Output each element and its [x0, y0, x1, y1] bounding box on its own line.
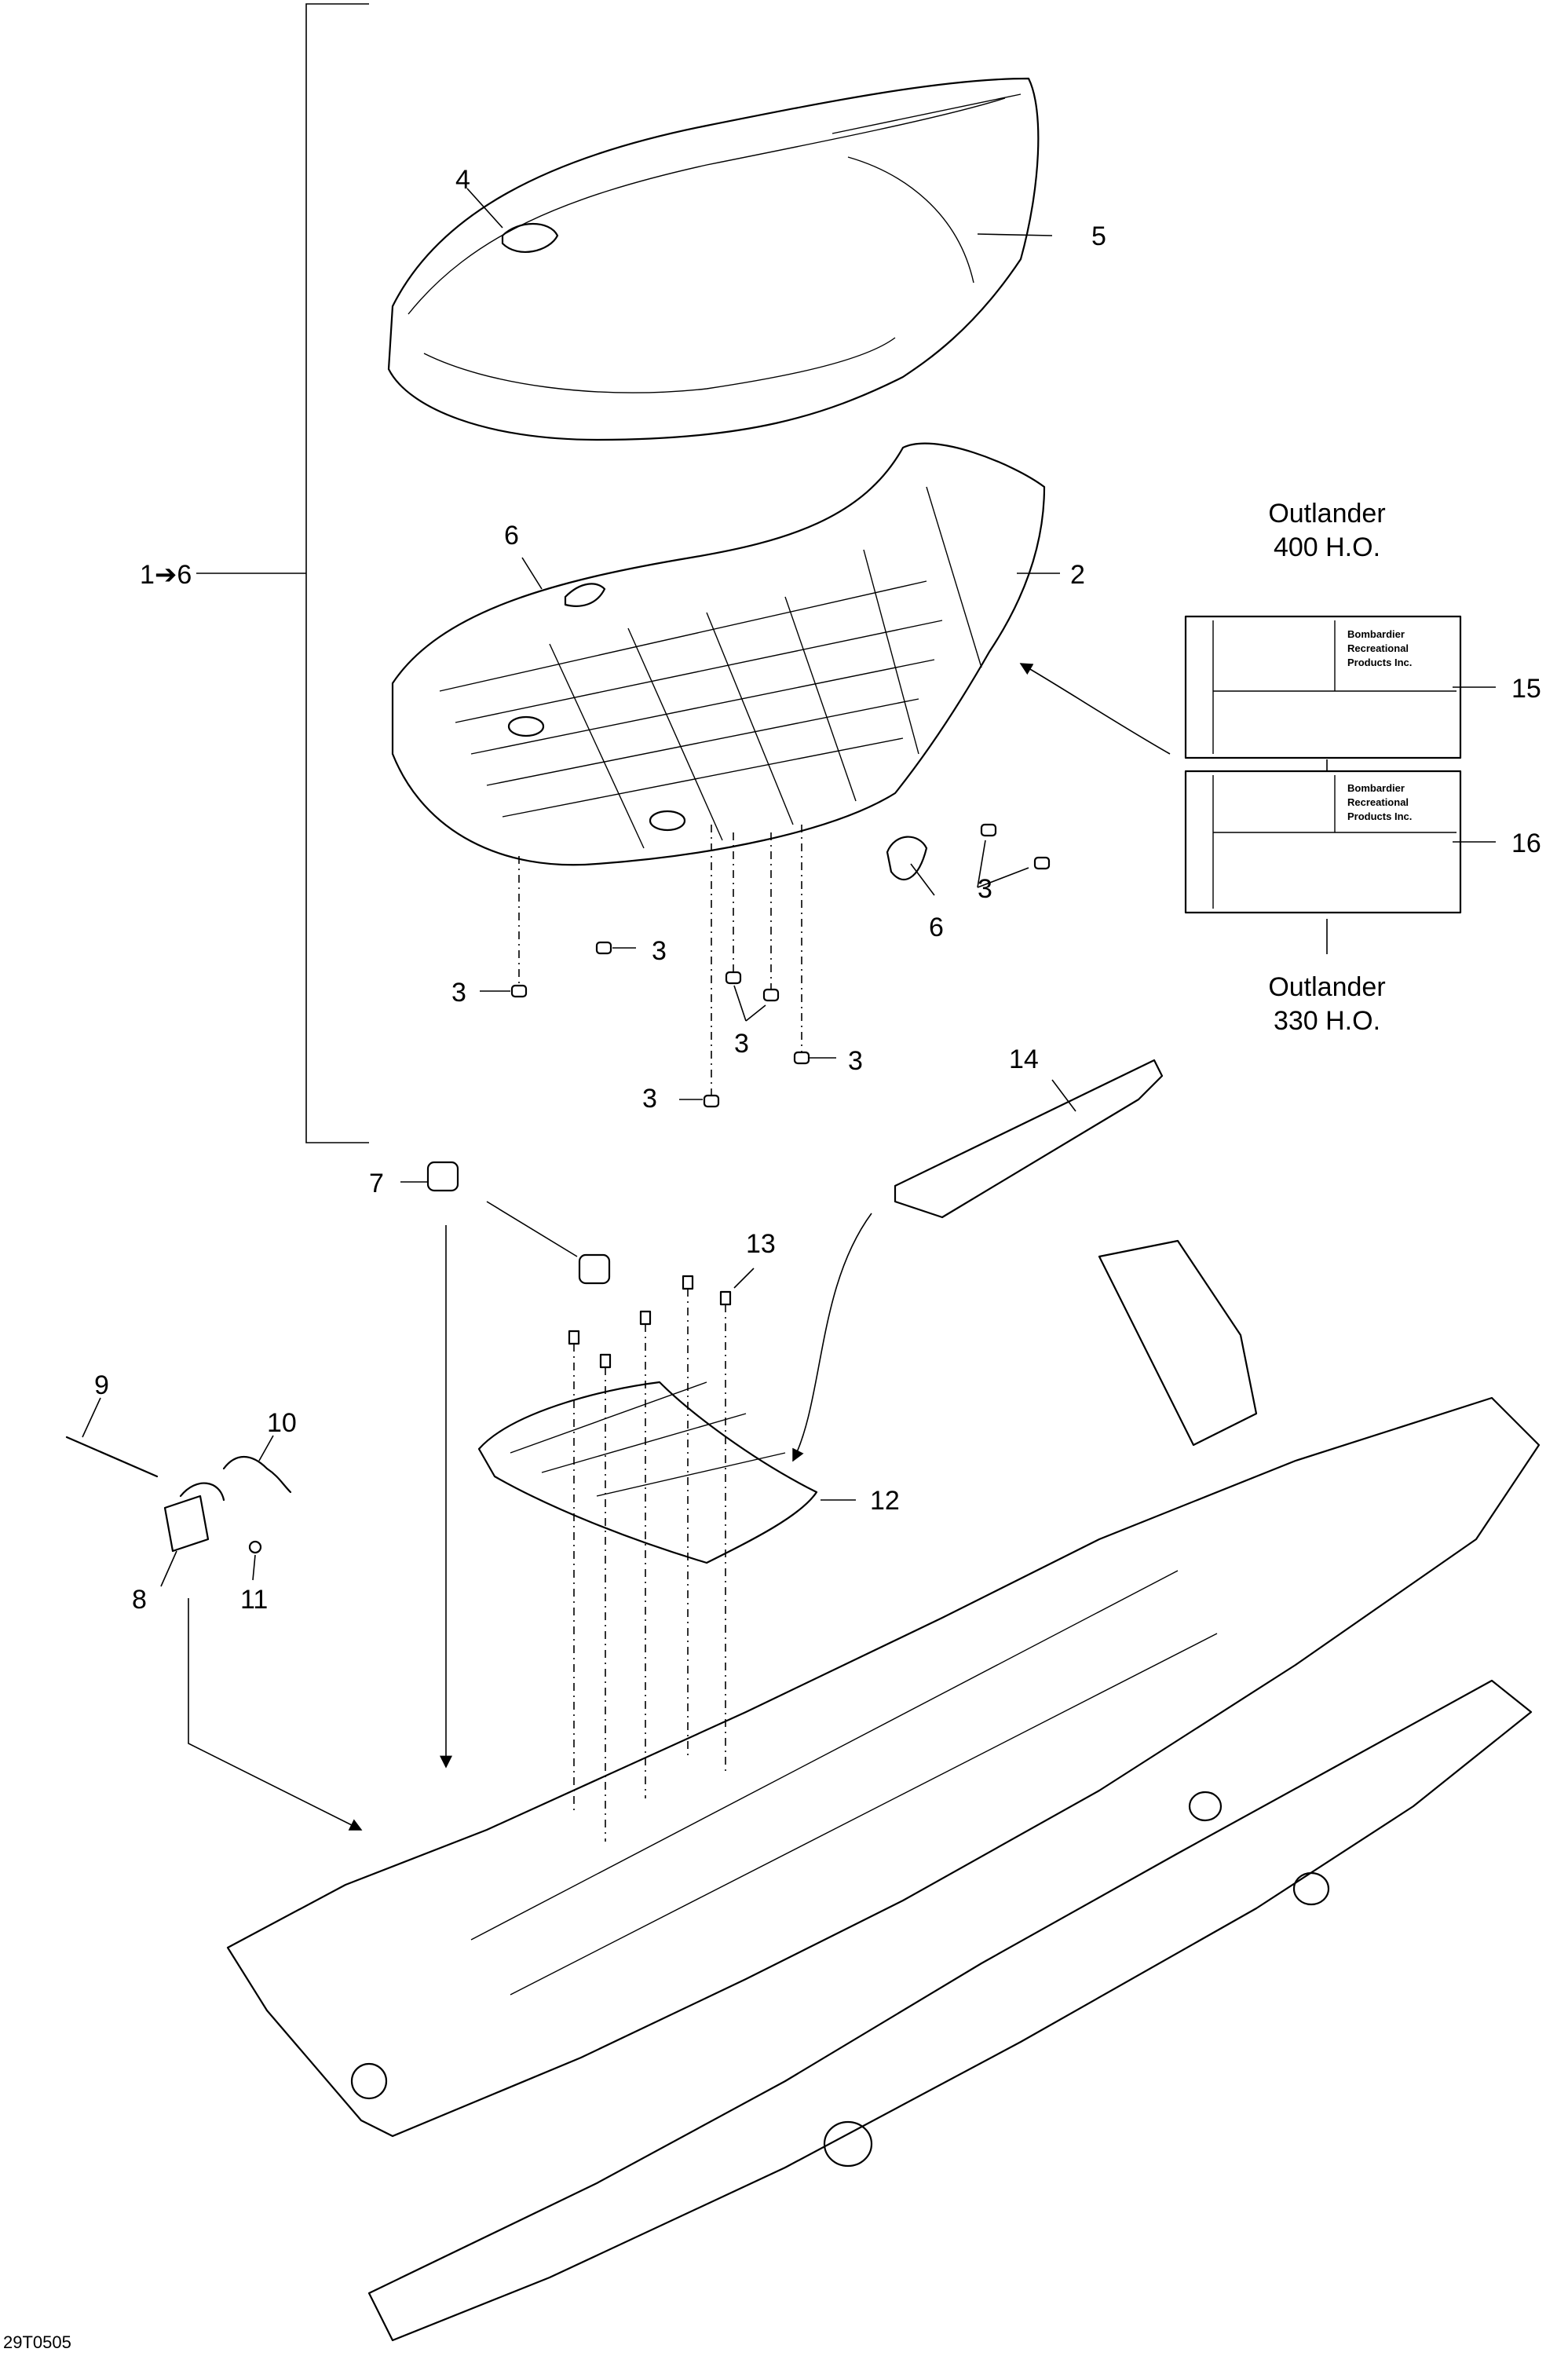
- decal-16-brand-2: Recreational: [1347, 796, 1409, 808]
- frame: [226, 1239, 1541, 2342]
- pin: [65, 1436, 159, 1478]
- callout-3-upper: 3: [652, 936, 667, 966]
- decal-16-brand-3: Products Inc.: [1347, 810, 1412, 822]
- plate: [477, 1381, 818, 1564]
- callout-12: 12: [870, 1486, 900, 1516]
- decal-15-brand-2: Recreational: [1347, 642, 1409, 654]
- seat-base-ribs: [439, 486, 982, 849]
- seat-cover: [387, 77, 1040, 441]
- callout-13: 13: [746, 1229, 776, 1259]
- strip: [894, 1059, 1164, 1219]
- top-model-variant: 400 H.O.: [1274, 532, 1380, 562]
- seat-base: [391, 442, 1046, 866]
- drawing-code: 29T0505: [3, 2332, 71, 2352]
- assembly-bracket: [196, 3, 369, 1143]
- grommet-centerlines: [518, 825, 802, 1096]
- callout-14: 14: [1009, 1044, 1039, 1074]
- callout-15: 15: [1511, 674, 1541, 704]
- callout-6-lower: 6: [929, 913, 944, 942]
- nut: [248, 1540, 262, 1554]
- leader-lines: [82, 188, 1496, 1587]
- callout-3-bottom: 3: [642, 1084, 657, 1114]
- decal-15-brand-1: Bombardier: [1347, 628, 1405, 640]
- bottom-model-name: Outlander: [1268, 972, 1385, 1002]
- callout-10: 10: [267, 1408, 297, 1438]
- callout-5: 5: [1091, 221, 1106, 251]
- screws: [568, 1275, 732, 1369]
- decal-15: Bombardier Recreational Products Inc.: [1184, 615, 1462, 759]
- callout-2: 2: [1070, 560, 1085, 590]
- callout-3-middle: 3: [734, 1029, 749, 1059]
- callouts: 1➔6 2 4 5 6 6 3 3 3 3 3 3 14 7 13 12 9 1…: [94, 165, 1541, 1615]
- latch: [163, 1482, 225, 1553]
- bottom-model-variant: 330 H.O.: [1274, 1006, 1380, 1036]
- callout-4: 4: [455, 165, 470, 195]
- arrows: [188, 663, 1171, 1831]
- callout-16: 16: [1511, 829, 1541, 858]
- top-model-name: Outlander: [1268, 499, 1385, 529]
- callout-3-right: 3: [978, 874, 992, 904]
- decal-16-brand-1: Bombardier: [1347, 782, 1405, 794]
- decal-15-brand-3: Products Inc.: [1347, 657, 1412, 668]
- clip-upper: [564, 583, 606, 607]
- decal-16: Bombardier Recreational Products Inc.: [1184, 770, 1462, 914]
- callout-7: 7: [369, 1169, 384, 1198]
- screw-centerlines: [573, 1289, 726, 1842]
- callout-3-lower-right: 3: [848, 1046, 863, 1076]
- callout-1-6: 1➔6: [140, 560, 192, 590]
- bumpers: [426, 1161, 611, 1285]
- callout-8: 8: [132, 1585, 147, 1615]
- spring: [222, 1456, 292, 1494]
- callout-3-left: 3: [451, 978, 466, 1008]
- callout-6-upper: 6: [504, 521, 519, 551]
- model-labels: Outlander 400 H.O. Outlander 330 H.O.: [1268, 499, 1385, 1036]
- callout-9: 9: [94, 1370, 109, 1400]
- grommets: [510, 823, 1051, 1108]
- clip-lower: [886, 836, 928, 880]
- callout-11: 11: [240, 1585, 268, 1615]
